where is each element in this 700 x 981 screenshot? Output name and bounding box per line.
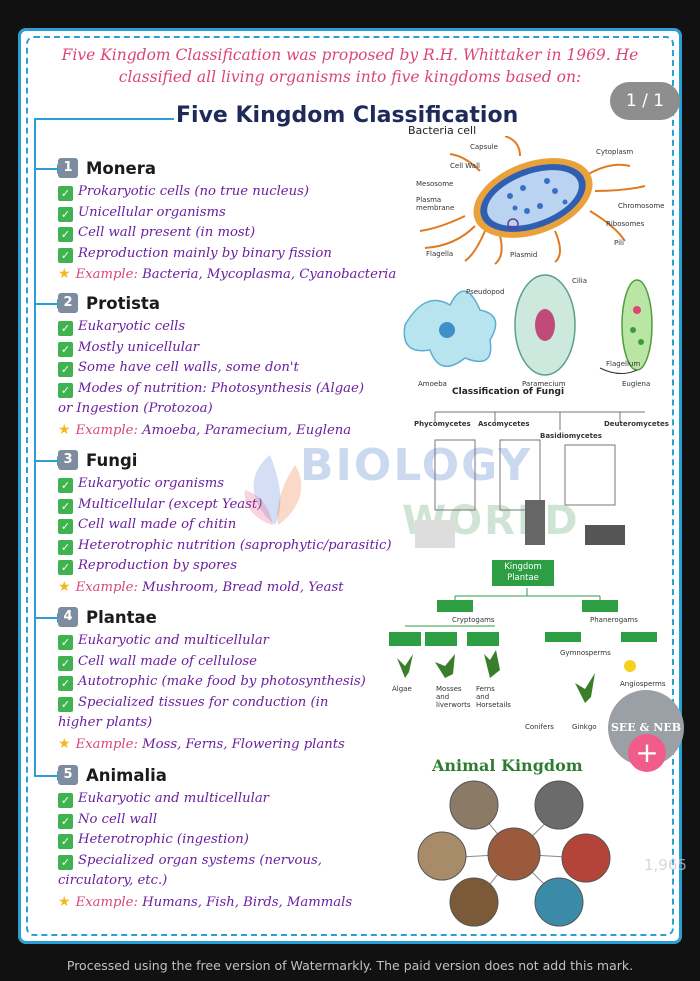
fungi-classification-title: Classification of Fungi [452,387,565,397]
plantae-chart [389,588,657,703]
intro-line-2: classified all living organisms into fiv… [118,68,582,87]
check-icon: ✓ [58,560,73,575]
number-badge: 2 [58,293,78,313]
example-line: ★Example: Humans, Fish, Birds, Mammals [58,893,353,910]
check-icon: ✓ [58,793,73,808]
number-badge: 1 [58,158,78,178]
check-icon: ✓ [58,813,73,829]
check-icon: ✓ [58,341,73,357]
kingdom-name: Monera [86,158,156,178]
example-line: ★Example: Moss, Ferns, Flowering plants [58,735,345,752]
check-icon: ✓ [58,206,73,222]
list-item: ✓Cell wall made of cellulose [58,652,403,673]
fungi-chart [415,411,645,548]
list-item: ✓Heterotrophic nutrition (saprophytic/pa… [58,536,403,557]
list-item: ✓Heterotrophic (ingestion) [58,830,403,851]
page-counter[interactable]: 1 / 1 [610,82,680,120]
star-icon: ★ [58,735,71,752]
list-item: ✓Multicellular (except Yeast) [58,495,403,516]
watermark-line-1: BIOLOGY [300,440,533,491]
list-item: ✓Prokaryotic cells (no true nucleus) [58,182,403,203]
list-item: ✓Unicellular organisms [58,203,403,224]
leaf-logo-icon [244,455,302,525]
arrow-animalia [34,771,64,781]
kingdom-monera: 1 Monera ✓Prokaryotic cells (no true nucl… [58,156,403,286]
list-item: ✓Reproduction by spores [58,556,403,577]
kingdom-fungi: 3 Fungi ✓Eukaryotic organisms ✓Multicellu… [58,448,403,598]
check-icon: ✓ [58,382,73,398]
list-item: ✓Cell wall made of chitin [58,515,403,536]
star-icon: ★ [58,893,71,910]
kingdom-plantae: 4 Plantae ✓Eukaryotic and multicellular ✓… [58,605,403,755]
number-badge: 4 [58,607,78,627]
example-line: ★Example: Bacteria, Mycoplasma, Cyanobac… [58,266,397,282]
list-item: ✓Eukaryotic organisms [58,474,403,495]
check-icon: ✓ [58,539,73,555]
example-line: ★Example: Amoeba, Paramecium, Euglena [58,421,352,438]
list-item: ✓Autotrophic (make food by photosynthesi… [58,672,403,693]
kingdom-name: Animalia [86,765,167,785]
kingdom-protista: 2 Protista ✓Eukaryotic cells ✓Mostly unic… [58,291,403,441]
add-button[interactable]: + [628,734,666,772]
list-item: ✓Cell wall present (in most) [58,223,403,244]
watermarkly-footer: Processed using the free version of Wate… [66,958,634,973]
check-icon: ✓ [58,635,73,650]
arrow-plantae [34,613,64,623]
protists-diagram [403,274,653,376]
arrow-monera [34,164,64,174]
animal-kingdom-collage [417,780,611,927]
check-icon: ✓ [58,854,73,870]
list-item: ✓Eukaryotic cells [58,317,403,338]
arrow-protista [34,299,64,309]
check-icon: ✓ [58,247,73,263]
list-item: ✓Reproduction mainly by binary fission [58,244,403,265]
bacteria-cell-diagram [419,136,646,265]
animal-kingdom-title: Animal Kingdom [432,756,583,775]
number-badge: 5 [58,765,78,785]
page-title: Five Kingdom Classification [176,103,519,128]
list-item: ✓Specialized tissues for conduction (in … [58,694,329,730]
example-line: ★Example: Mushroom, Bread mold, Yeast [58,578,344,595]
kingdom-name: Protista [86,293,160,313]
title-rule [34,118,174,120]
intro-text: Five Kingdom Classification was proposed… [40,44,660,89]
star-icon: ★ [58,421,71,438]
intro-line-1: Five Kingdom Classification was proposed… [61,46,639,64]
check-icon: ✓ [58,186,73,201]
check-icon: ✓ [58,696,73,712]
check-icon: ✓ [58,362,73,377]
check-icon: ✓ [58,227,73,242]
check-icon: ✓ [58,321,73,336]
check-icon: ✓ [58,655,73,671]
list-item: ✓Mostly unicellular [58,338,403,359]
star-icon: ★ [58,578,71,595]
list-item: ✓Specialized organ systems (nervous, cir… [58,852,322,888]
kingdom-name: Plantae [86,607,157,627]
list-item: ✓No cell wall [58,810,403,831]
list-item: ✓Eukaryotic and multicellular [58,789,403,810]
check-icon: ✓ [58,498,73,514]
list-item: ✓Eukaryotic and multicellular [58,631,403,652]
kingdom-name: Fungi [86,450,138,470]
list-item: ✓Modes of nutrition: Photosynthesis (Alg… [58,380,364,416]
list-item: ✓Some have cell walls, some don't [58,358,403,379]
arrow-fungi [34,456,64,466]
star-icon: ★ [58,266,71,282]
check-icon: ✓ [58,676,73,691]
check-icon: ✓ [58,834,73,849]
check-icon: ✓ [58,478,73,493]
likes-count: 1,965 [644,856,687,874]
bacteria-title: Bacteria cell [408,124,477,137]
number-badge: 3 [58,450,78,470]
check-icon: ✓ [58,519,73,534]
tree-spine [34,118,36,776]
